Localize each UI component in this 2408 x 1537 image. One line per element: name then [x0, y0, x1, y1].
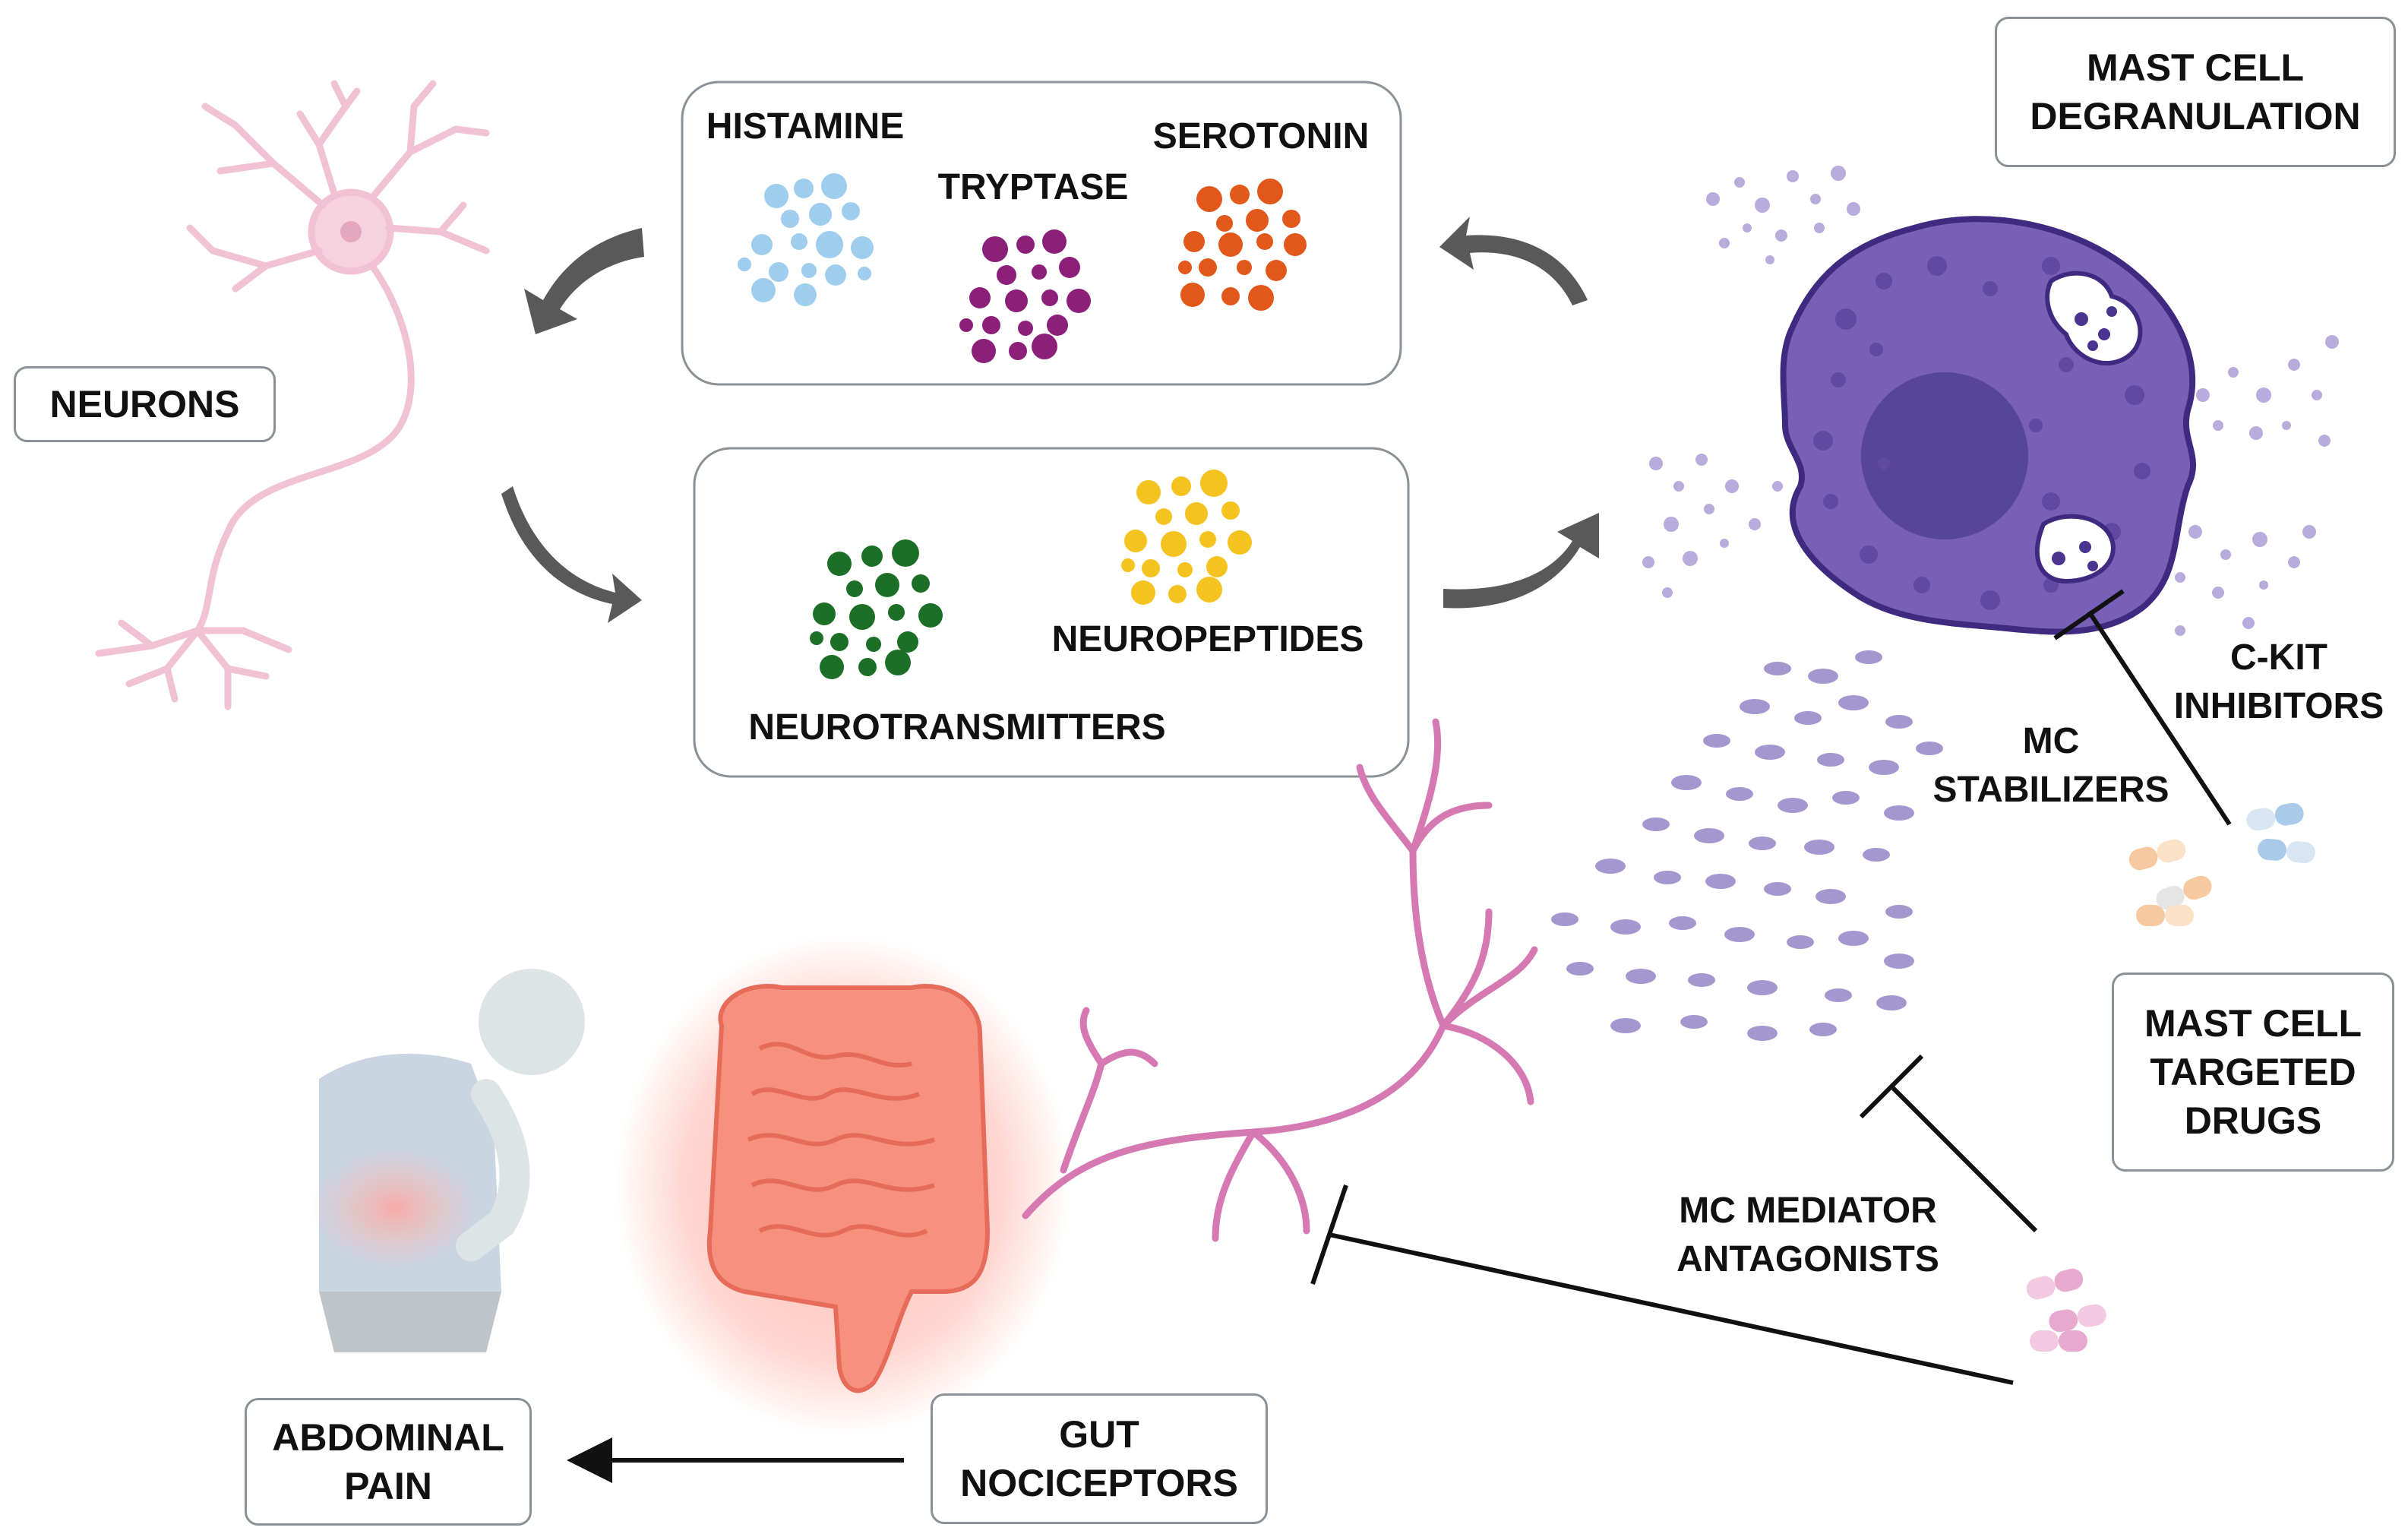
histamine-granules-icon — [738, 173, 874, 306]
cycle-arrow-from-neuron-icon — [501, 486, 642, 623]
degranulation-particles-icon — [1642, 166, 2339, 636]
intestine-icon — [615, 935, 1071, 1436]
cycle-arrow-to-mast-cell-icon — [1443, 513, 1599, 609]
abdominal-pain-label: ABDOMINAL PAIN — [272, 1416, 504, 1507]
neuropeptides-label: NEUROPEPTIDES — [1051, 619, 1364, 659]
inhibition-mc-stabilizers-line — [2053, 589, 2232, 826]
mast-cell-targeted-drugs-label-box: MAST CELL TARGETED DRUGS — [2112, 972, 2394, 1172]
neuronal-mediators-panel — [693, 447, 1410, 778]
cycle-arrow-from-mast-cell-icon — [1439, 217, 1588, 305]
mast-cell-icon — [1780, 216, 2197, 635]
capsule-icon — [2026, 802, 2315, 1352]
neurons-label: NEURONS — [49, 383, 240, 425]
inhibition-nociceptor-line — [1310, 1184, 2014, 1385]
gut-nociceptors-label-box: GUT NOCICEPTORS — [931, 1393, 1268, 1524]
c-kit-inhibitors-label: C-KIT INHIBITORS — [2173, 637, 2384, 726]
person-abdominal-pain-icon — [311, 969, 585, 1352]
inhibition-mediator-antagonists-line — [1859, 1054, 2038, 1233]
neurotransmitters-label: NEUROTRANSMITTERS — [748, 707, 1166, 748]
cycle-arrow-to-neuron-icon — [524, 228, 644, 334]
mc-mediator-antagonists-label: MC MEDIATOR ANTAGONISTS — [1676, 1191, 1939, 1279]
neuron-icon — [95, 80, 490, 710]
mast-cell-degranulation-label: MAST CELL DEGRANULATION — [2030, 46, 2361, 138]
serotonin-label: SEROTONIN — [1152, 116, 1370, 157]
histamine-label: HISTAMINE — [706, 106, 905, 147]
mast-cell-degranulation-label-box: MAST CELL DEGRANULATION — [1995, 17, 2396, 167]
neurotransmitter-granules-icon — [810, 539, 943, 679]
abdominal-pain-label-box: ABDOMINAL PAIN — [245, 1398, 532, 1526]
neuropeptide-granules-icon — [1121, 470, 1252, 605]
tryptase-granules-icon — [959, 229, 1091, 363]
tryptase-label: TRYPTASE — [937, 167, 1129, 207]
mast-cell-mediators-panel — [681, 81, 1402, 386]
granule-cloud-icon — [1551, 650, 1943, 1041]
gut-nociceptors-label: GUT NOCICEPTORS — [960, 1413, 1238, 1504]
nociceptor-fiber-icon — [1022, 718, 1538, 1242]
neurons-label-box: NEURONS — [14, 366, 276, 442]
mc-stabilizers-label: MC STABILIZERS — [1932, 721, 2169, 810]
mast-cell-targeted-drugs-label: MAST CELL TARGETED DRUGS — [2144, 1002, 2362, 1142]
serotonin-granules-icon — [1178, 179, 1307, 311]
